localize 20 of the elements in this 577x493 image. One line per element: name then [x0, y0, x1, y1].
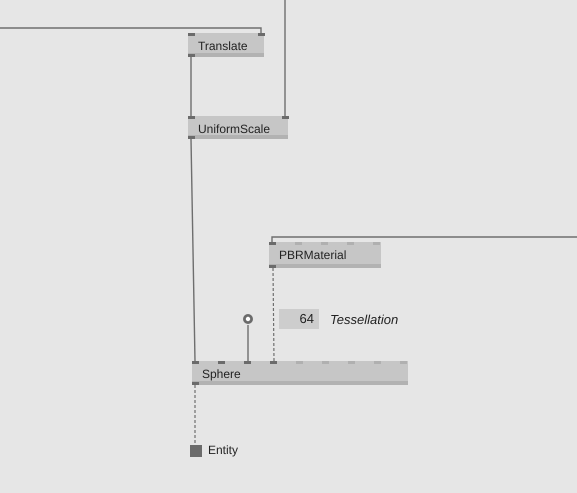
connection-line — [190, 57, 192, 116]
node-label: Translate — [198, 38, 248, 55]
node-box — [192, 361, 408, 385]
node-box — [188, 116, 288, 139]
node-box — [188, 33, 264, 57]
pin-label: Tessellation — [330, 311, 398, 329]
toggle-circle-icon — [242, 313, 254, 325]
connection-line — [284, 0, 286, 116]
connection-line — [190, 138, 196, 362]
connection-line — [0, 27, 262, 33]
connection-line — [272, 268, 275, 361]
connection-line — [271, 236, 577, 242]
value-box: 64 — [279, 309, 319, 329]
connection-line — [194, 385, 196, 444]
node-box — [269, 242, 381, 268]
connection-line — [247, 325, 249, 361]
node-label: UniformScale — [198, 121, 270, 138]
node-label: Sphere — [202, 366, 241, 383]
node-label: Entity — [208, 444, 238, 457]
node-label: PBRMaterial — [279, 247, 346, 264]
